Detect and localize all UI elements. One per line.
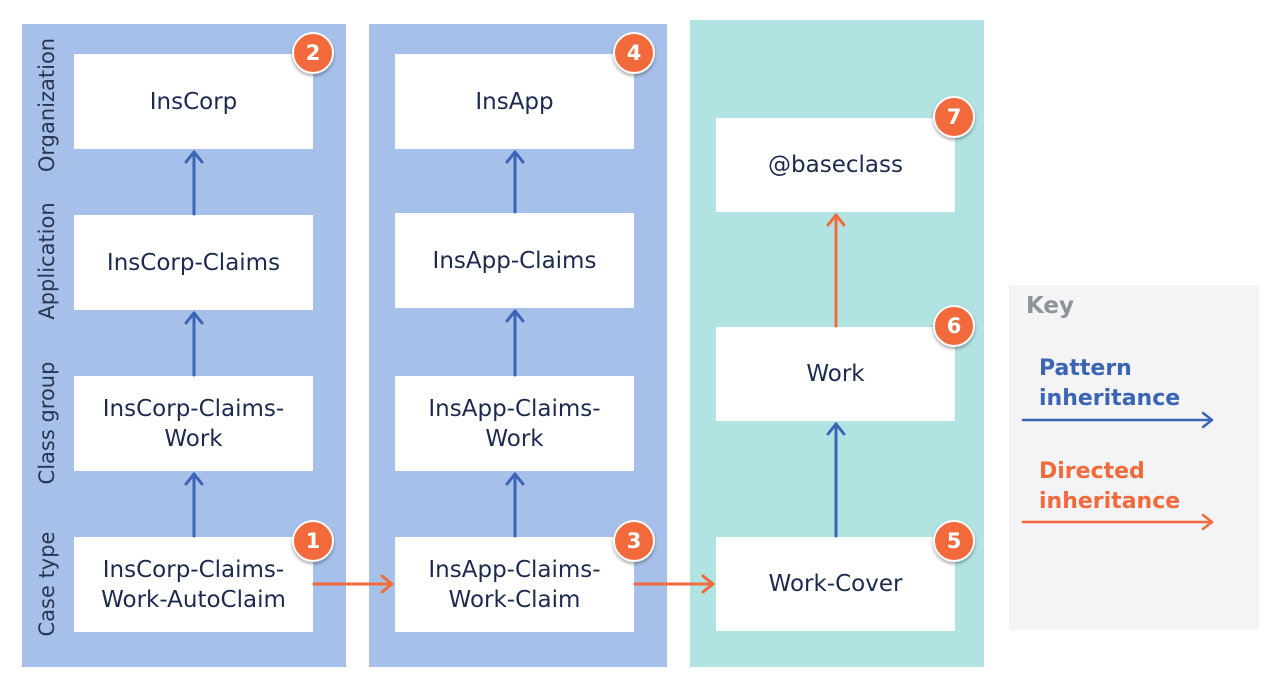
class-box-insapp-claims-work-claim: InsApp-Claims- Work-Claim bbox=[395, 537, 634, 632]
legend-key: Key Pattern inheritance Directed inherit… bbox=[1009, 285, 1259, 630]
class-box-inscorp-claims: InsCorp-Claims bbox=[74, 215, 313, 310]
pattern-arrow bbox=[184, 311, 204, 377]
pattern-arrow bbox=[505, 309, 525, 377]
pattern-arrow bbox=[826, 422, 846, 538]
step-badge: 1 bbox=[292, 520, 334, 562]
class-box-insapp: InsApp bbox=[395, 54, 634, 149]
legend-directed-label: Directed inheritance bbox=[1039, 459, 1181, 514]
class-box-insapp-claims-work: InsApp-Claims- Work bbox=[395, 376, 634, 471]
legend-arrows bbox=[1021, 411, 1214, 531]
legend-title: Key bbox=[1026, 293, 1075, 319]
step-badge: 2 bbox=[292, 32, 334, 74]
step-badge: 3 bbox=[613, 520, 655, 562]
pattern-arrow bbox=[505, 472, 525, 538]
legend-pattern-label: Pattern inheritance bbox=[1039, 356, 1181, 411]
step-badge: 7 bbox=[933, 96, 975, 138]
class-box-inscorp-claims-work-autoclaim: InsCorp-Claims- Work-AutoClaim bbox=[74, 537, 313, 632]
directed-arrow bbox=[633, 574, 715, 594]
pattern-arrow bbox=[505, 150, 525, 214]
directed-arrow bbox=[826, 213, 846, 328]
class-box-inscorp: InsCorp bbox=[74, 54, 313, 149]
step-badge: 5 bbox=[933, 520, 975, 562]
legend-pattern-arrow-icon bbox=[1021, 411, 1214, 429]
step-badge: 6 bbox=[933, 305, 975, 347]
class-box-inscorp-claims-work: InsCorp-Claims- Work bbox=[74, 376, 313, 471]
class-box-insapp-claims: InsApp-Claims bbox=[395, 213, 634, 308]
step-badge: 4 bbox=[613, 32, 655, 74]
pattern-arrow bbox=[184, 150, 204, 216]
class-box-baseclass: @baseclass bbox=[716, 118, 955, 212]
class-box-work-cover: Work-Cover bbox=[716, 537, 955, 631]
directed-arrow bbox=[312, 574, 394, 594]
class-box-work: Work bbox=[716, 327, 955, 421]
legend-directed-arrow-icon bbox=[1021, 513, 1214, 531]
pattern-arrow bbox=[184, 472, 204, 538]
